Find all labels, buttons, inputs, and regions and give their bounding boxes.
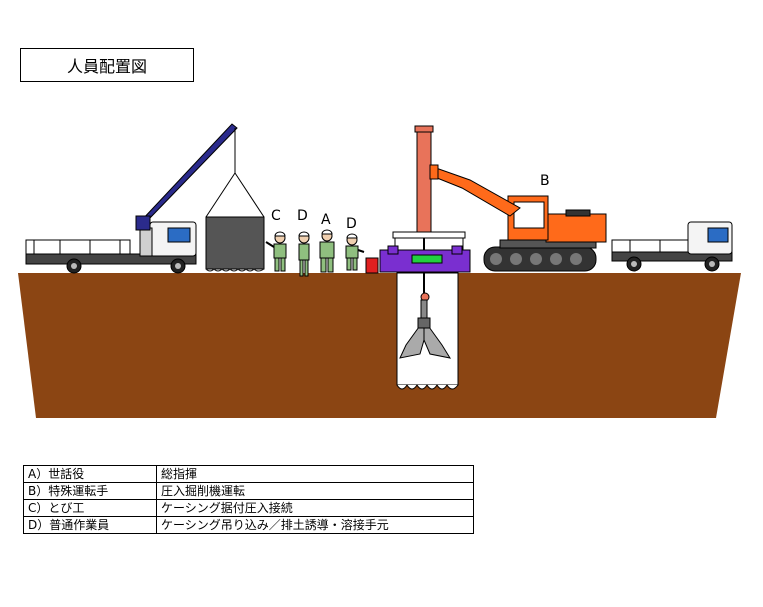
label-d2: D — [346, 216, 357, 232]
table-row: D）普通作業員 ケーシング吊り込み／排土誘導・溶接手元 — [23, 516, 474, 534]
table-row: B）特殊運転手 圧入掘削機運転 — [23, 482, 474, 500]
ground — [18, 273, 741, 418]
worker-c — [265, 231, 287, 272]
role-cell: D）普通作業員 — [23, 516, 157, 534]
excavator — [429, 164, 607, 272]
hammer-grab — [399, 299, 452, 359]
label-d1: D — [297, 208, 308, 224]
casing-press-machine — [379, 125, 471, 302]
generator-box — [365, 257, 379, 274]
duty-cell: ケーシング吊り込み／排土誘導・溶接手元 — [156, 516, 474, 534]
casing-pipe — [416, 127, 432, 233]
dump-truck — [611, 221, 733, 272]
page-title: 人員配置図 — [20, 48, 194, 82]
excavator-arm — [431, 167, 521, 217]
role-cell: B）特殊運転手 — [23, 482, 157, 500]
crane-truck — [25, 123, 238, 274]
worker-d2 — [345, 233, 365, 271]
duty-cell: 圧入掘削機運転 — [156, 482, 474, 500]
label-c: C — [271, 208, 281, 224]
duty-cell: 総指揮 — [156, 465, 474, 483]
worker-a — [319, 229, 335, 273]
table-row: A）世話役 総指揮 — [23, 465, 474, 483]
role-cell: A）世話役 — [23, 465, 157, 483]
label-a: A — [321, 212, 331, 228]
role-table: A）世話役 総指揮 B）特殊運転手 圧入掘削機運転 C）とび工 ケーシング据付圧… — [23, 465, 474, 534]
role-cell: C）とび工 — [23, 499, 157, 517]
worker-d1 — [298, 231, 310, 277]
suspended-load — [205, 172, 265, 272]
site-diagram: C D A D B — [18, 123, 741, 418]
label-b: B — [540, 173, 550, 189]
duty-cell: ケーシング据付圧入接続 — [156, 499, 474, 517]
table-row: C）とび工 ケーシング据付圧入接続 — [23, 499, 474, 517]
crane-boom — [138, 123, 238, 223]
